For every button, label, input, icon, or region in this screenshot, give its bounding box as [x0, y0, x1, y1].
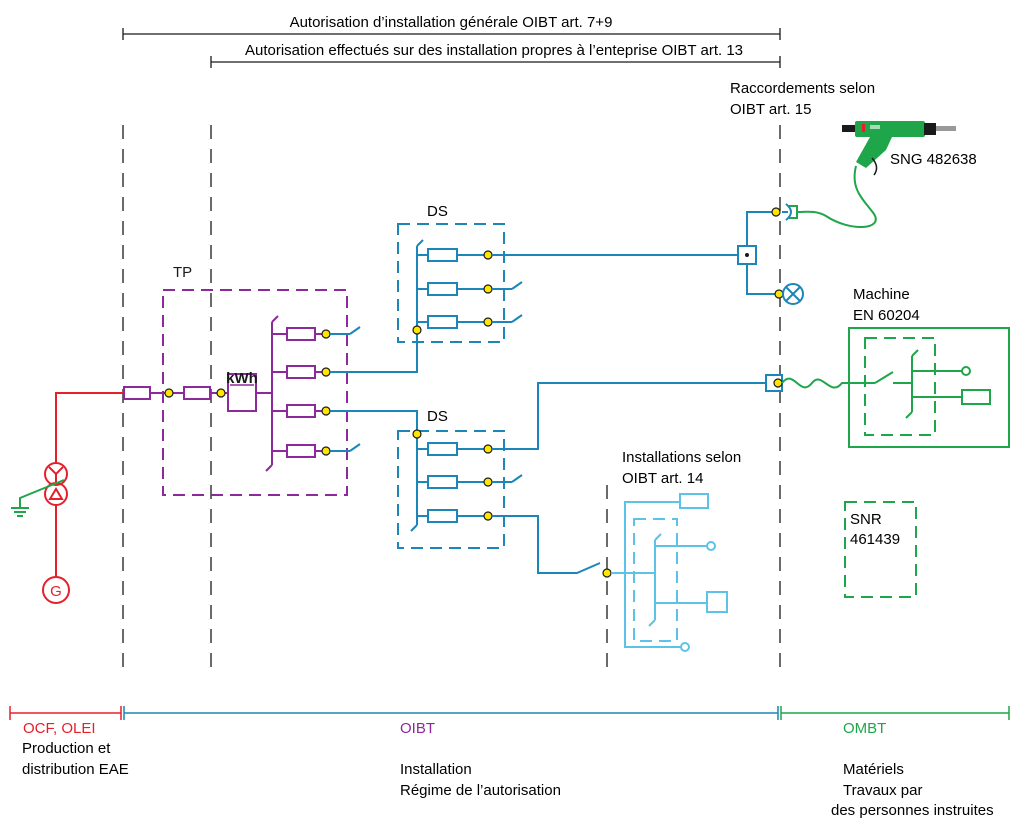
- tp-branch-1: [272, 326, 361, 341]
- feeder-to-machine: [492, 382, 766, 450]
- glue-gun-device: [842, 121, 956, 176]
- regulation-scale: [9, 706, 1010, 720]
- device-cable: [796, 165, 877, 228]
- tp-distribution: TP kWh: [123, 264, 361, 496]
- generator-symbol: [42, 576, 70, 604]
- socket-outlet: [782, 203, 798, 221]
- feeder-to-art14-installation: [492, 515, 601, 574]
- ds-bottom-enclosure: [397, 430, 505, 549]
- enterprise-authorization-bracket: Autorisation effectués sur des installat…: [210, 42, 781, 68]
- footer-ombt: OMBT Matériels Travaux par des personnes…: [831, 720, 994, 818]
- general-authorization-bracket: Autorisation d’installation générale OIB…: [122, 14, 781, 40]
- snr-box: SNR 461439: [844, 501, 917, 598]
- ds-top: DS: [397, 203, 523, 343]
- tp-branch-2: [272, 365, 331, 379]
- footer-oibt-title: OIBT: [400, 720, 435, 737]
- feeder-to-socket: [746, 211, 776, 246]
- tp-branch-3: [272, 404, 331, 418]
- ds-top-label: DS: [427, 203, 448, 220]
- footer-ombt-title: OMBT: [843, 720, 886, 737]
- ds-bottom: DS: [397, 408, 523, 549]
- lamp-symbol: [782, 283, 804, 305]
- ds-top-enclosure: [397, 223, 505, 343]
- feeder-to-ds-bottom: [330, 410, 418, 434]
- art14-installation: Installations selon OIBT art. 14: [611, 449, 741, 652]
- tp-branch-4: [272, 443, 361, 458]
- footer-ocf-title: OCF, OLEI: [23, 720, 96, 737]
- machine-cable: [781, 377, 850, 389]
- installations-label-line1: Installations selon: [622, 449, 741, 466]
- raccordements-label-line2: OIBT art. 15: [730, 101, 811, 118]
- general-authorization-label: Autorisation d’installation générale OIB…: [290, 14, 613, 31]
- grid-supply: G: [11, 392, 123, 604]
- feeder-to-lamp: [746, 264, 779, 295]
- footer-ocf: OCF, OLEI Production et distribution EAE: [22, 720, 129, 778]
- footer-oibt: OIBT Installation Régime de l’autorisati…: [400, 720, 561, 799]
- junction-box-top: [737, 245, 757, 265]
- machine-label-line2: EN 60204: [853, 307, 920, 324]
- footer-ombt-line3: des personnes instruites: [831, 802, 994, 818]
- raccordements-label-line1: Raccordements selon: [730, 80, 875, 97]
- footer-ombt-line1: Matériels: [843, 761, 904, 778]
- earth-connection: [19, 479, 65, 508]
- transformer-primary-winding: [44, 462, 68, 486]
- footer-oibt-line1: Installation: [400, 761, 472, 778]
- footer-oibt-line2: Régime de l’autorisation: [400, 782, 561, 799]
- ds-bottom-label: DS: [427, 408, 448, 425]
- kwh-label: kWh: [226, 370, 258, 387]
- footer-ombt-line2: Travaux par: [843, 782, 922, 799]
- enterprise-authorization-label: Autorisation effectués sur des installat…: [245, 42, 743, 59]
- machine-label-line1: Machine: [853, 286, 910, 303]
- snr-label-line1: SNR: [850, 511, 882, 528]
- installations-label-line2: OIBT art. 14: [622, 470, 703, 487]
- tp-label: TP: [173, 264, 192, 281]
- machine-box: Machine EN 60204: [848, 286, 1010, 448]
- sng-label: SNG 482638: [890, 151, 977, 168]
- footer-ocf-line1: Production et: [22, 740, 111, 757]
- generator-label: G: [50, 583, 62, 600]
- main-fuse-2: [183, 386, 211, 400]
- snr-label-line2: 461439: [850, 531, 900, 548]
- main-fuse-1: [123, 386, 151, 400]
- footer-ocf-line2: distribution EAE: [22, 761, 129, 778]
